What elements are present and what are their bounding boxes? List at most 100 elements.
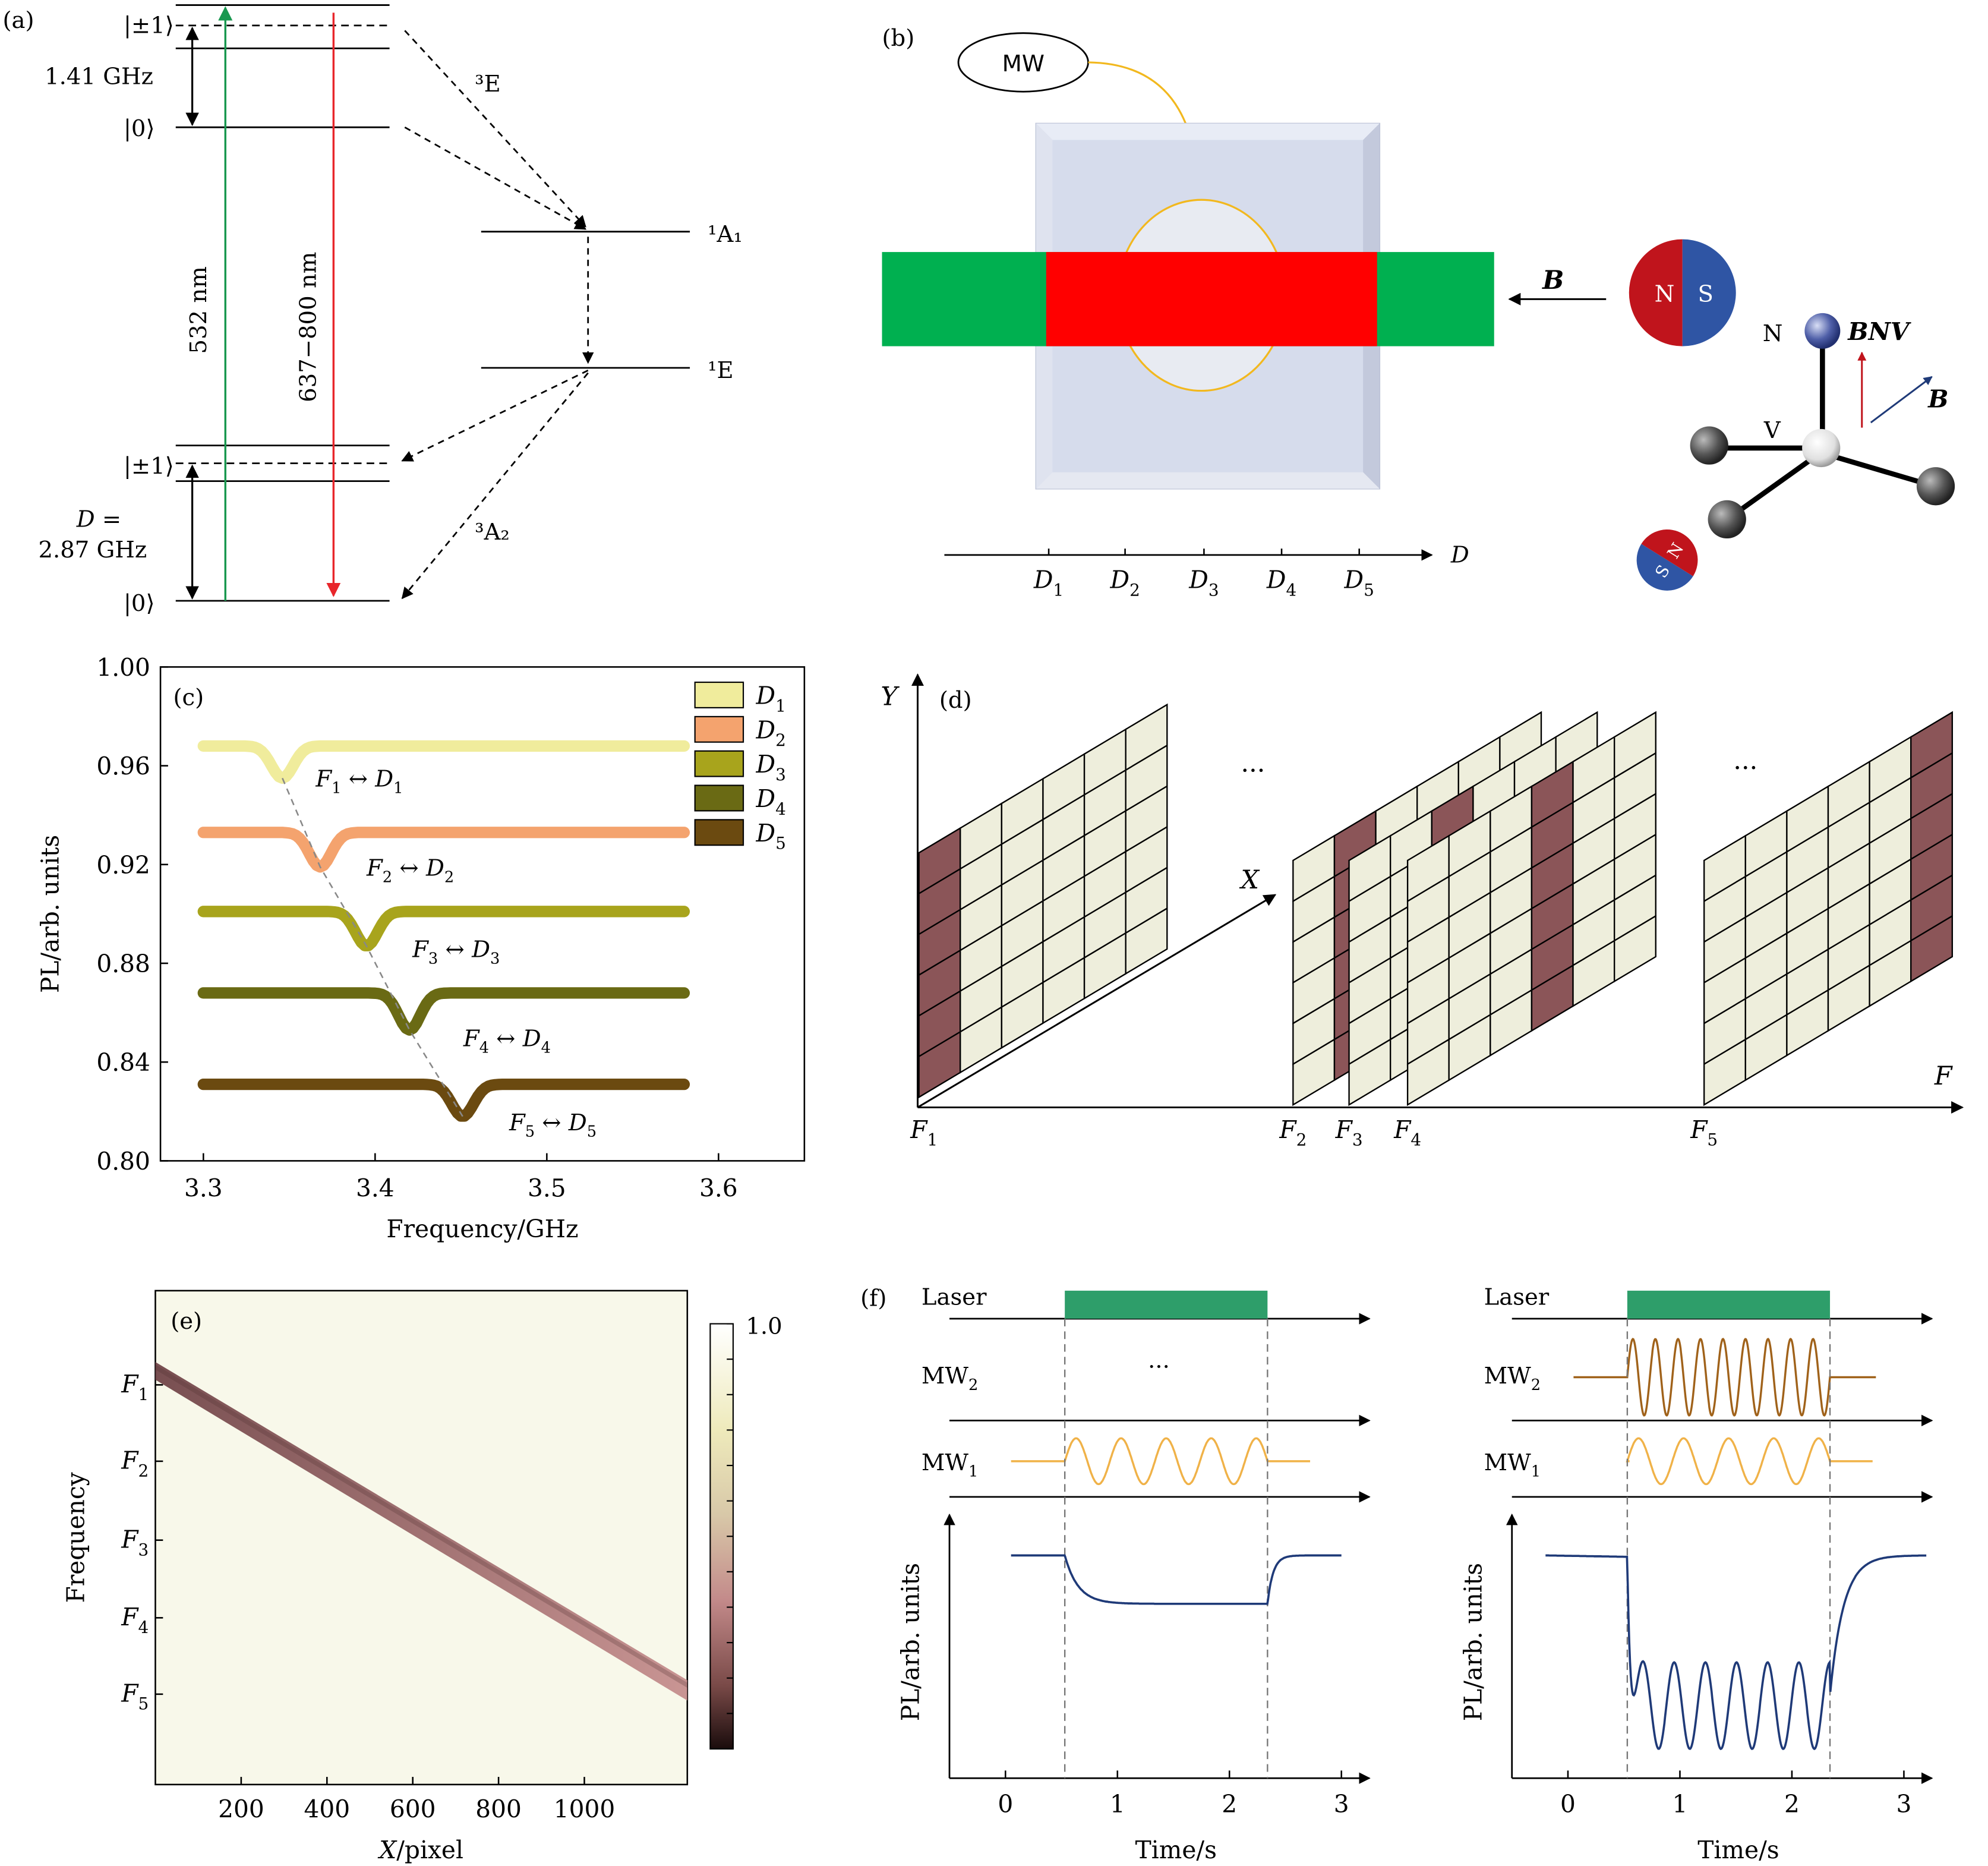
small-magnet: S N bbox=[1636, 529, 1698, 591]
annotation-F1: F1 ↔ D1 bbox=[315, 766, 403, 798]
panel-a-label: (a) bbox=[2, 7, 34, 34]
panel-d-label: (d) bbox=[939, 687, 972, 714]
d-axis-label: D bbox=[1450, 542, 1469, 569]
d-f-label: F bbox=[1934, 1061, 1953, 1091]
heatmap-resonance-band bbox=[155, 1361, 687, 1701]
pl-x-tick-label: 0 bbox=[1560, 1790, 1576, 1818]
label-upper-zero: |0⟩ bbox=[124, 115, 155, 142]
b-small-arrow bbox=[1870, 376, 1933, 424]
plot-c-xlabel: Frequency/GHz bbox=[386, 1215, 578, 1243]
small-magnet-n-half bbox=[1641, 529, 1698, 576]
y-tick-label: 0.96 bbox=[96, 752, 150, 781]
heatmap-y-tick-label: F4 bbox=[121, 1603, 149, 1637]
y-tick-label: 0.80 bbox=[96, 1147, 150, 1175]
d-axis-tick-label: D3 bbox=[1188, 566, 1219, 600]
label-532: 532 nm bbox=[185, 266, 212, 354]
legend-swatch-D1 bbox=[694, 681, 744, 708]
label-lower-zero: |0⟩ bbox=[124, 590, 155, 617]
right-laser-label: Laser bbox=[1484, 1284, 1550, 1310]
left-mw1-label: MW1 bbox=[922, 1449, 978, 1481]
annotation-F2: F2 ↔ D2 bbox=[366, 855, 454, 887]
plate-bevel-top bbox=[1036, 123, 1380, 140]
d-axis-tick-label: D2 bbox=[1109, 566, 1140, 600]
right-xlabel: Time/s bbox=[1697, 1836, 1779, 1864]
legend-swatch-D2 bbox=[694, 715, 744, 743]
d-ellipsis-1: ··· bbox=[1241, 756, 1266, 786]
laser-pulse bbox=[1627, 1290, 1831, 1319]
panel-b-label: (b) bbox=[882, 25, 915, 52]
x-tick-label: 3.6 bbox=[699, 1174, 738, 1202]
pl-x-tick-label: 0 bbox=[998, 1790, 1013, 1818]
d-ellipsis-2: ··· bbox=[1733, 754, 1757, 783]
mw2-waveform bbox=[1573, 1338, 1876, 1417]
label-upper-split: 1.41 GHz bbox=[45, 63, 153, 90]
carbon-atom-left bbox=[1690, 426, 1728, 465]
grid-cell-resonant bbox=[1910, 711, 1954, 779]
pl-x-tick-label: 3 bbox=[1897, 1790, 1912, 1818]
pl-x-tick-label: 3 bbox=[1334, 1790, 1349, 1818]
colorbar-ticks bbox=[727, 1323, 733, 1750]
d-axis-tick-label: D1 bbox=[1033, 566, 1064, 600]
bond-right bbox=[1822, 450, 1936, 489]
grid-cell bbox=[1613, 711, 1656, 779]
d-axis-tick-label: D4 bbox=[1266, 566, 1296, 600]
left-xlabel: Time/s bbox=[1135, 1836, 1217, 1864]
panel-c-label: (c) bbox=[173, 685, 204, 711]
annotation-F4: F4 ↔ D4 bbox=[463, 1026, 551, 1057]
label-lower-pm1: |±1⟩ bbox=[124, 453, 174, 480]
legend-swatch-D3 bbox=[694, 750, 744, 777]
left-ellipsis: ··· bbox=[1148, 1354, 1170, 1380]
x-tick-label: 3.5 bbox=[528, 1174, 566, 1202]
frame-F4 bbox=[1406, 711, 1656, 1107]
bond-bottom bbox=[1729, 451, 1822, 519]
mw1-waveform bbox=[1626, 1437, 1873, 1486]
panel-e-label: (e) bbox=[171, 1308, 202, 1335]
x-tick-label: 3.3 bbox=[184, 1174, 223, 1202]
isc-arrow-1 bbox=[404, 30, 586, 228]
heatmap-x-tick-label: 1000 bbox=[554, 1795, 616, 1824]
label-1A1: ¹A₁ bbox=[708, 221, 743, 248]
isc-arrow-4 bbox=[401, 370, 589, 462]
d-f-tick-label: F3 bbox=[1335, 1115, 1363, 1150]
vacancy-site bbox=[1802, 428, 1841, 468]
left-laser-label: Laser bbox=[922, 1284, 987, 1310]
plot-c-ylabel: PL/arb. units bbox=[36, 835, 65, 993]
heatmap-y-tick-label: F1 bbox=[121, 1370, 149, 1404]
pulse-sequence-left: Laser MW2 MW1 ··· Time/s PL/arb. units 0… bbox=[897, 1284, 1371, 1864]
legend-label-D2: D2 bbox=[755, 715, 785, 750]
spectrum-D1 bbox=[197, 740, 690, 784]
red-fluorescence-region bbox=[1046, 252, 1377, 346]
legend-swatch-D5 bbox=[694, 819, 744, 846]
y-tick-label: 0.92 bbox=[96, 851, 150, 880]
magnet-s-label: S bbox=[1697, 281, 1713, 308]
small-magnet-s-half bbox=[1636, 544, 1693, 591]
panel-f: (f) Laser MW2 MW1 ··· Time/s PL/arb. uni… bbox=[860, 1284, 1933, 1864]
d-f-tick-label: F1 bbox=[910, 1115, 938, 1150]
pl-response-curve bbox=[1011, 1554, 1342, 1605]
y-tick-label: 0.88 bbox=[96, 950, 150, 978]
spectrum-D4 bbox=[197, 987, 690, 1036]
label-1E: ¹E bbox=[708, 357, 734, 384]
nv-n-label: N bbox=[1763, 320, 1783, 347]
label-upper-pm1: |±1⟩ bbox=[124, 12, 174, 39]
grid-cell bbox=[1125, 703, 1168, 771]
carbon-atom-right bbox=[1916, 467, 1955, 506]
legend-swatch-D4 bbox=[694, 784, 744, 812]
pl-x-tick-label: 2 bbox=[1222, 1790, 1237, 1818]
y-tick-label: 1.00 bbox=[96, 653, 150, 682]
b-small-label: B bbox=[1927, 384, 1948, 413]
left-ylabel: PL/arb. units bbox=[897, 1563, 925, 1721]
legend-label-D5: D5 bbox=[755, 819, 785, 853]
d-f-tick-label: F5 bbox=[1690, 1115, 1718, 1150]
